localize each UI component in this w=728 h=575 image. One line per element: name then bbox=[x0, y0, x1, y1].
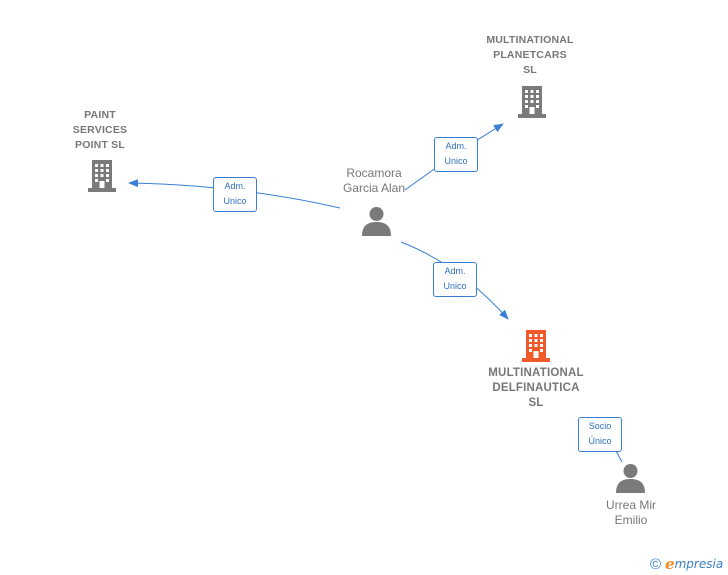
copyright-icon: © bbox=[650, 555, 662, 573]
relation-label-delfinautica[interactable]: Adm. Unico bbox=[433, 262, 477, 297]
brand-footer[interactable]: © e mpresia bbox=[650, 554, 723, 574]
relation-label-planetcars[interactable]: Adm. Unico bbox=[434, 137, 478, 172]
building-icon[interactable] bbox=[86, 158, 118, 192]
person-label-urrea[interactable]: Urrea Mir Emilio bbox=[606, 498, 656, 527]
building-icon-focus[interactable] bbox=[520, 328, 552, 362]
building-icon[interactable] bbox=[516, 84, 548, 118]
company-label-delfinautica[interactable]: MULTINATIONAL DELFINAUTICA SL bbox=[488, 367, 584, 409]
person-icon[interactable] bbox=[615, 463, 646, 493]
company-label-planetcars[interactable]: MULTINATIONAL PLANETCARS SL bbox=[486, 34, 574, 76]
relation-label-paint-services[interactable]: Adm. Unico bbox=[213, 177, 257, 212]
person-icon[interactable] bbox=[361, 206, 392, 236]
brand-logo-initial: e bbox=[665, 555, 675, 573]
brand-logo-text: mpresia bbox=[674, 557, 724, 571]
person-label-rocamora[interactable]: Rocamora Garcia Alan bbox=[342, 166, 406, 195]
company-label-paint-services[interactable]: PAINT SERVICES POINT SL bbox=[72, 109, 128, 151]
relation-label-urrea[interactable]: Socio Único bbox=[578, 417, 622, 452]
